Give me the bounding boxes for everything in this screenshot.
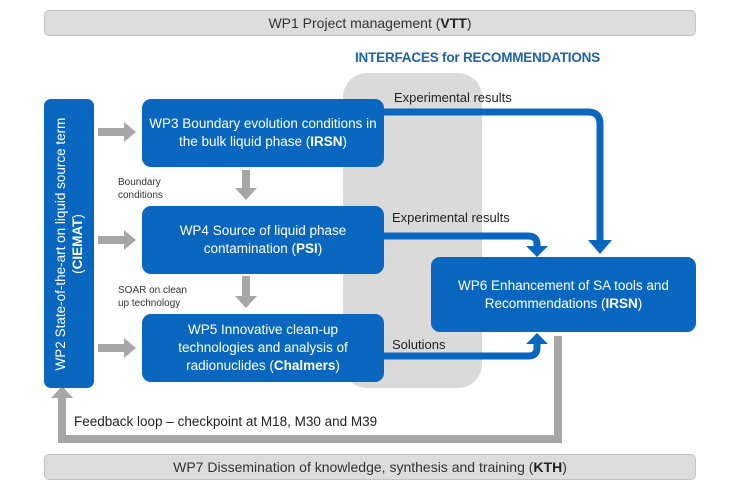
- wp4-lead: PSI: [296, 241, 318, 256]
- wp7-label: WP7 Dissemination of knowledge, synthesi…: [173, 459, 534, 475]
- arrowhead-wp4-wp6: [526, 246, 548, 257]
- boundary-conditions-label: Boundary conditions: [118, 176, 163, 202]
- feedback-loop-label: Feedback loop – checkpoint at M18, M30 a…: [74, 414, 378, 429]
- wp5-close: ): [335, 358, 340, 373]
- soar-line-1: SOAR on clean: [118, 285, 187, 296]
- wp1-close: ): [466, 15, 472, 31]
- wp6-enhancement-sa-tools: WP6 Enhancement of SA tools and Recommen…: [431, 257, 696, 332]
- wp4-label: WP4 Source of liquid phase contamination…: [179, 223, 347, 256]
- arrowhead-wp5-wp6: [526, 333, 548, 344]
- arrow-wp2-wp3: [98, 122, 136, 142]
- arrow-wp3-wp6: [384, 108, 604, 240]
- boundary-conditions-line-1: Boundary: [118, 177, 161, 188]
- wp2-lead: CIEMAT: [70, 218, 85, 269]
- wp3-close: ): [342, 134, 348, 149]
- wp6-lead: IRSN: [605, 295, 638, 311]
- wp5-lead: Chalmers: [273, 358, 336, 373]
- wp2-state-of-the-art: WP2 State-of-the-art on liquid source te…: [44, 99, 94, 388]
- wp6-close: ): [637, 295, 643, 311]
- wp1-lead: VTT: [440, 15, 467, 31]
- experimental-results-label-2: Experimental results: [392, 210, 510, 225]
- wp2-close: ): [70, 213, 85, 219]
- arrow-wp2-wp4: [98, 230, 136, 250]
- soar-label: SOAR on clean up technology: [118, 284, 187, 310]
- interfaces-title: INTERFACES for RECOMMENDATIONS: [355, 50, 601, 65]
- wp3-lead: IRSN: [310, 134, 343, 149]
- wp7-lead: KTH: [533, 459, 563, 475]
- experimental-results-label-1: Experimental results: [394, 90, 512, 105]
- arrow-wp2-wp5: [98, 338, 136, 358]
- wp4-source-contamination: WP4 Source of liquid phase contamination…: [142, 206, 384, 274]
- arrow-wp5-wp6: [384, 342, 541, 360]
- wp6-label: WP6 Enhancement of SA tools and Recommen…: [458, 277, 669, 311]
- wp3-label: WP3 Boundary evolution conditions in the…: [149, 116, 377, 149]
- wp2-arrows: [51, 122, 562, 443]
- wp1-label: WP1 Project management (: [268, 15, 441, 31]
- wp2-text: WP2 State-of-the-art on liquid source te…: [52, 104, 86, 384]
- boundary-conditions-line-2: conditions: [118, 190, 164, 201]
- wp1-project-management: WP1 Project management (VTT): [44, 10, 696, 36]
- wp7-close: ): [562, 459, 567, 475]
- arrow-wp3-wp4: [235, 170, 257, 200]
- solutions-label: Solutions: [392, 337, 446, 352]
- wp5-label: WP5 Innovative clean-up technologies and…: [178, 322, 348, 373]
- wp4-close: ): [317, 241, 323, 256]
- wp7-dissemination: WP7 Dissemination of knowledge, synthesi…: [44, 454, 696, 480]
- wp5-clean-up-technologies: WP5 Innovative clean-up technologies and…: [142, 314, 384, 382]
- arrow-wp4-wp6: [384, 232, 541, 248]
- arrowhead-wp3-wp6: [588, 240, 612, 254]
- soar-line-2: up technology: [118, 298, 181, 309]
- arrow-wp4-wp5: [235, 276, 257, 308]
- wp3-boundary-evolution: WP3 Boundary evolution conditions in the…: [142, 99, 384, 167]
